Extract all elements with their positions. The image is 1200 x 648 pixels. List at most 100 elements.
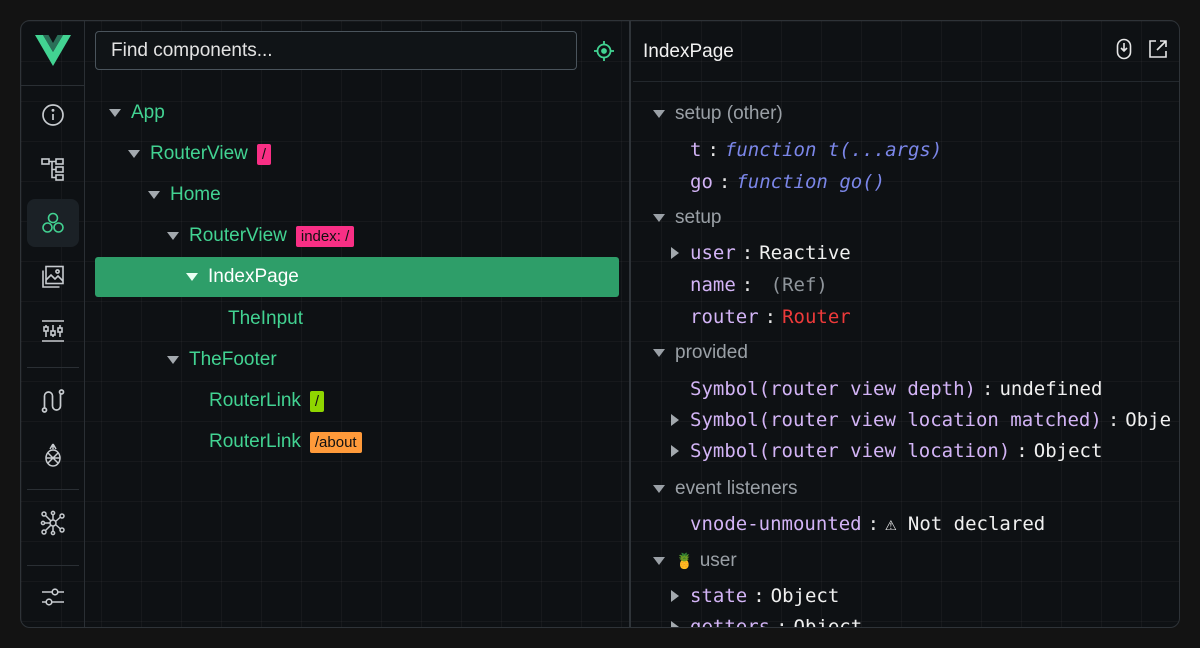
expand-caret-icon[interactable] [186,273,198,281]
devtools-window: App RouterView / Home RouterView index: … [20,20,1180,628]
tree-node-routerlink-home[interactable]: RouterLink / [95,381,619,421]
vue-logo-icon[interactable] [35,35,71,67]
tree-node-label: App [131,102,165,124]
sidebar-item-overview[interactable] [27,91,79,139]
section-setup[interactable]: setup [653,207,721,229]
expand-caret-icon[interactable] [128,150,140,158]
collapse-caret-icon[interactable] [653,557,665,565]
prop-name[interactable]: name: (Ref) [690,274,828,296]
expand-caret-icon[interactable] [671,621,679,627]
sidebar-item-router[interactable] [27,377,79,425]
prop-value: (Ref) [771,274,828,296]
prop-key: Symbol(router view location) [690,440,1010,462]
prop-router-view-location[interactable]: Symbol(router view location): Object [690,440,1102,462]
sidebar-item-assets[interactable] [27,253,79,301]
prop-value: Object [771,585,840,607]
hierarchy-icon [40,156,66,182]
prop-key: name [690,274,736,296]
prop-key: getters [690,616,770,627]
inspector-title: IndexPage [643,41,734,63]
tree-node-routerview-index[interactable]: RouterView index: / [95,216,619,256]
prop-router-view-location-matched[interactable]: Symbol(router view location matched): Ob… [690,409,1171,431]
prop-router[interactable]: router: Router [690,306,851,328]
prop-vnode-unmounted[interactable]: vnode-unmounted: ⚠ Not declared [690,513,1045,535]
expand-caret-icon[interactable] [109,109,121,117]
section-event-listeners[interactable]: event listeners [653,478,798,500]
route-icon [40,388,66,414]
section-label: user [700,550,737,572]
open-in-editor-icon[interactable] [1147,38,1169,60]
tree-node-routerview[interactable]: RouterView / [95,134,619,174]
collapse-caret-icon[interactable] [653,349,665,357]
sidebar-item-settings[interactable] [27,573,79,621]
expand-caret-icon[interactable] [671,445,679,457]
section-user-store[interactable]: 🍍 user [653,550,737,572]
prop-go[interactable]: go: function go() [690,171,885,193]
prop-value: undefined [999,378,1102,400]
section-label: provided [675,342,748,364]
timeline-icon [40,318,66,344]
section-label: event listeners [675,478,798,500]
sidebar-item-timeline[interactable] [27,307,79,355]
pineapple-icon: 🍍 [675,552,694,570]
expand-caret-icon[interactable] [167,232,179,240]
prop-value: t(...args) [828,139,942,161]
prop-type: function [725,139,817,161]
expand-caret-icon[interactable] [167,356,179,364]
collapse-caret-icon[interactable] [653,110,665,118]
collapse-caret-icon[interactable] [653,214,665,222]
collapse-caret-icon[interactable] [653,485,665,493]
tree-node-routerlink-about[interactable]: RouterLink /about [95,422,619,462]
tree-node-label: TheInput [228,308,303,330]
route-tag: / [310,391,324,412]
section-setup-other[interactable]: setup (other) [653,103,783,125]
rail-divider [27,367,79,368]
prop-value: Reactive [759,242,851,264]
tree-node-label: Home [170,184,221,206]
scroll-to-component-icon[interactable] [1113,38,1135,60]
prop-key: user [690,242,736,264]
prop-key: state [690,585,747,607]
prop-t[interactable]: t: function t(...args) [690,139,942,161]
prop-router-view-depth[interactable]: Symbol(router view depth): undefined [690,378,1102,400]
gallery-icon [40,264,66,290]
tree-node-label: RouterLink [209,431,301,453]
expand-caret-icon[interactable] [671,590,679,602]
tree-node-thefooter[interactable]: TheFooter [95,340,619,380]
component-tree-pane: App RouterView / Home RouterView index: … [85,21,631,627]
prop-user[interactable]: user: Reactive [690,242,851,264]
search-input[interactable] [95,31,577,70]
tree-node-theinput[interactable]: TheInput [95,299,619,339]
expand-caret-icon[interactable] [671,247,679,259]
prop-value: Object [794,616,863,627]
sidebar-item-graph[interactable] [27,499,79,547]
prop-key: router [690,306,759,328]
inspector-header: IndexPage [633,21,1180,82]
tree-node-app[interactable]: App [95,93,619,133]
inspector-pane: IndexPage setup (other) t: function t(..… [633,21,1180,627]
prop-value: Object [1034,440,1103,462]
expand-caret-icon[interactable] [671,414,679,426]
section-provided[interactable]: provided [653,342,748,364]
section-label: setup [675,207,721,229]
prop-type: function [736,171,828,193]
pineapple-icon [40,442,66,468]
prop-value: go() [839,171,885,193]
graph-nodes-icon [40,510,66,536]
sidebar-item-components[interactable] [27,199,79,247]
prop-getters[interactable]: getters: Object [690,616,862,627]
tree-node-home[interactable]: Home [95,175,619,215]
tree-node-label: RouterView [189,225,287,247]
crosshair-icon[interactable] [593,40,615,62]
rail-divider [27,565,79,566]
sidebar-item-tree[interactable] [27,145,79,193]
tree-node-label: TheFooter [189,349,277,371]
tree-node-indexpage[interactable]: IndexPage [95,257,619,297]
route-tag: /about [310,432,362,453]
expand-caret-icon[interactable] [148,191,160,199]
prop-value: Obje [1125,409,1171,431]
prop-state[interactable]: state: Object [690,585,839,607]
prop-value: Router [782,306,851,328]
sidebar-rail [21,21,85,627]
sidebar-item-pinia[interactable] [27,431,79,479]
